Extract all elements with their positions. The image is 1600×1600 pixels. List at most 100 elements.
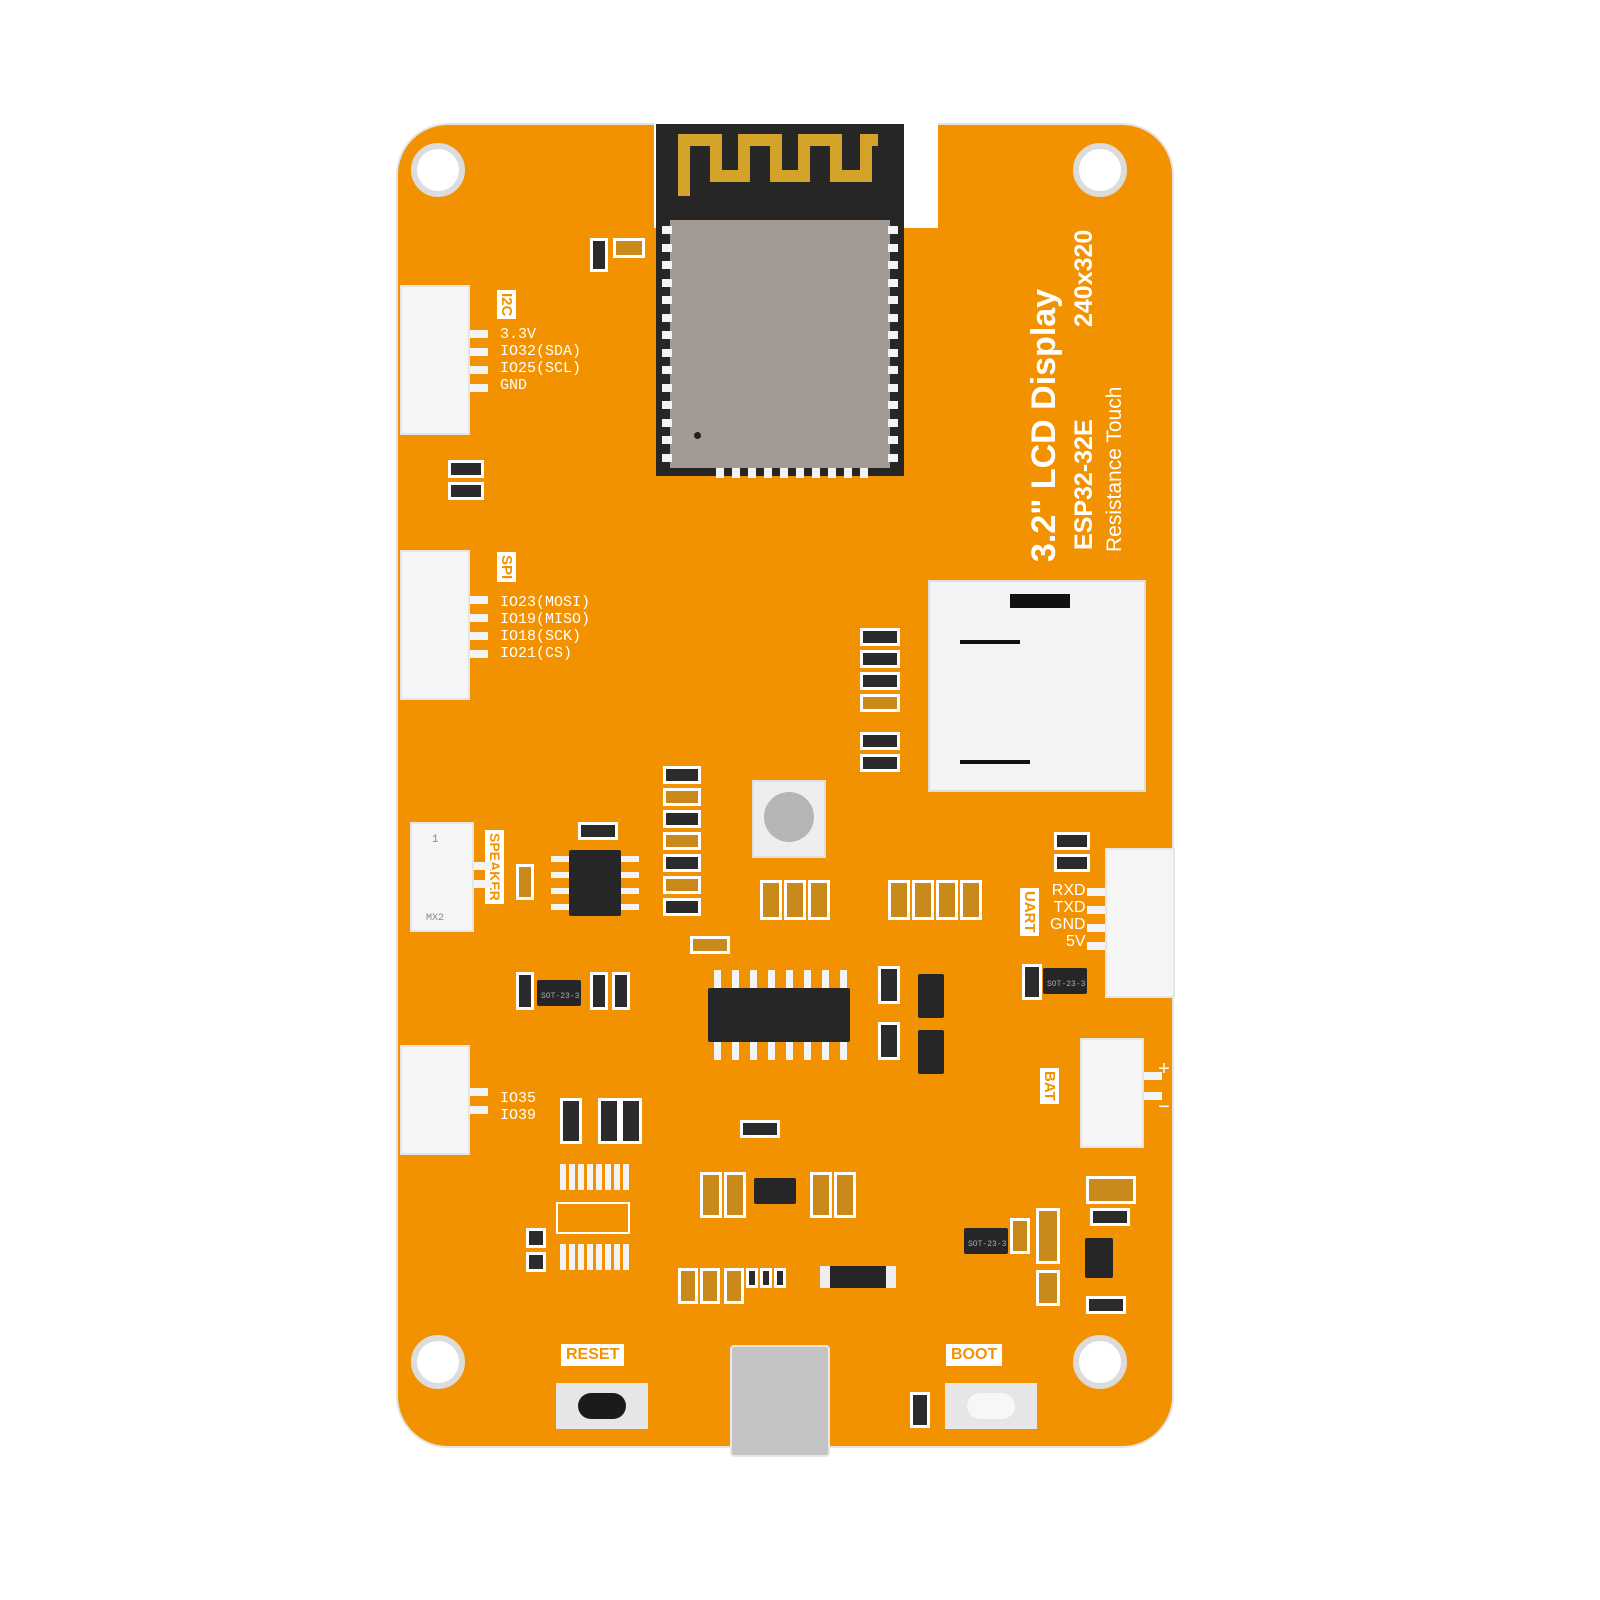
board-title: 3.2" LCD Display — [1025, 288, 1063, 562]
ic-pin — [714, 1042, 721, 1060]
reset-button-cap[interactable] — [578, 1393, 626, 1419]
smd-capacitor — [663, 832, 701, 850]
smd-resistor — [860, 754, 900, 772]
gpio-connector[interactable] — [400, 1045, 470, 1155]
ic-pin — [840, 1042, 847, 1060]
smd-resistor — [860, 672, 900, 690]
pad — [605, 1244, 611, 1270]
pad — [614, 1164, 620, 1190]
module-pad — [860, 468, 868, 478]
smd-resistor — [1054, 854, 1090, 872]
speaker-connector[interactable]: 1 MX2 — [410, 822, 474, 932]
smd-resistor — [448, 460, 484, 478]
sot23-transistor: SOT-23-3 — [537, 980, 581, 1006]
smd-capacitor — [663, 876, 701, 894]
pcb-antenna-icon — [678, 134, 878, 196]
spi-pin-label: IO18(SCK) — [500, 628, 582, 645]
reset-button[interactable] — [556, 1383, 648, 1429]
sd-spring — [1010, 594, 1070, 608]
smd-capacitor — [912, 880, 934, 920]
module-pad — [662, 436, 672, 444]
smd-resistor — [663, 766, 701, 784]
board-resolution: 240x320 — [1070, 229, 1098, 327]
smd-capacitor — [1036, 1208, 1060, 1264]
module-pad — [888, 436, 898, 444]
smd-capacitor — [700, 1172, 722, 1218]
connector-pin — [470, 1106, 488, 1114]
smd-capacitor — [724, 1268, 744, 1304]
connector-pin — [474, 880, 492, 888]
connector-pin — [470, 1088, 488, 1096]
usb-uart-ic — [708, 988, 850, 1042]
module-pad — [662, 418, 672, 427]
i2c-pin-labels: 3.3V IO32(SDA) IO25(SCL) GND — [500, 326, 581, 394]
module-shield — [670, 220, 890, 468]
i2c-pin-label: GND — [500, 377, 528, 394]
boot-button-cap[interactable] — [967, 1393, 1015, 1419]
gpio-pin-label: IO39 — [500, 1107, 537, 1124]
smd-capacitor — [516, 864, 534, 900]
ic-pin — [786, 970, 793, 988]
smd-resistor — [516, 972, 534, 1010]
module-pad — [796, 468, 804, 478]
smd-capacitor — [808, 880, 830, 920]
gpio-pin-label: IO35 — [500, 1090, 537, 1107]
boot-label: BOOT — [946, 1344, 1003, 1366]
smd-resistor — [910, 1392, 930, 1428]
ic-pin — [768, 970, 775, 988]
module-pad — [716, 468, 724, 478]
i2c-pin-label: IO25(SCL) — [500, 360, 582, 377]
usb-c-port[interactable] — [730, 1345, 830, 1457]
smd-resistor — [878, 1022, 900, 1060]
connector-pin — [1144, 1092, 1162, 1100]
module-pad — [662, 453, 672, 462]
pad — [596, 1164, 602, 1190]
module-pad — [888, 226, 898, 234]
smd-resistor — [663, 898, 701, 916]
pad — [605, 1164, 611, 1190]
smd-capacitor — [860, 694, 900, 712]
module-pad — [662, 366, 672, 374]
pad — [587, 1244, 593, 1270]
module-pad — [888, 401, 898, 409]
module-pad — [888, 418, 898, 427]
smd-resistor — [560, 1098, 582, 1144]
pad — [560, 1164, 566, 1190]
module-pad — [662, 243, 672, 252]
module-pad — [662, 296, 672, 304]
ic-pin — [750, 1042, 757, 1060]
smd-capacitor — [700, 1268, 720, 1304]
ic-pin — [768, 1042, 775, 1060]
smd-resistor — [760, 1268, 772, 1288]
smd-resistor — [746, 1268, 758, 1288]
ic-pin — [551, 872, 569, 878]
spi-connector[interactable] — [400, 550, 470, 700]
pad — [569, 1164, 575, 1190]
sd-card-slot[interactable] — [928, 580, 1146, 792]
ic-pin — [804, 1042, 811, 1060]
smd-resistor — [590, 972, 608, 1010]
battery-header-label: BAT — [1040, 1068, 1059, 1104]
ic-pin — [621, 888, 639, 894]
pad — [578, 1164, 584, 1190]
uart-connector[interactable] — [1105, 848, 1175, 998]
connector-pin — [470, 614, 488, 622]
sot23-transistor — [918, 1030, 944, 1074]
battery-connector[interactable] — [1080, 1038, 1144, 1148]
module-pad — [888, 453, 898, 462]
smd-resistor — [860, 628, 900, 646]
module-pad — [662, 261, 672, 269]
module-pad — [662, 383, 672, 392]
connector-pin — [474, 862, 492, 870]
ic-pin — [621, 856, 639, 862]
i2c-connector[interactable] — [400, 285, 470, 435]
module-pad — [888, 278, 898, 287]
smd-resistor — [620, 1098, 642, 1144]
ic-pin — [840, 970, 847, 988]
board-touch-label: Resistance Touch — [1103, 386, 1126, 552]
boot-button[interactable] — [945, 1383, 1037, 1429]
module-pad — [764, 468, 772, 478]
ic-pin — [822, 1042, 829, 1060]
smd-resistor — [526, 1228, 546, 1248]
module-pad — [748, 468, 756, 478]
